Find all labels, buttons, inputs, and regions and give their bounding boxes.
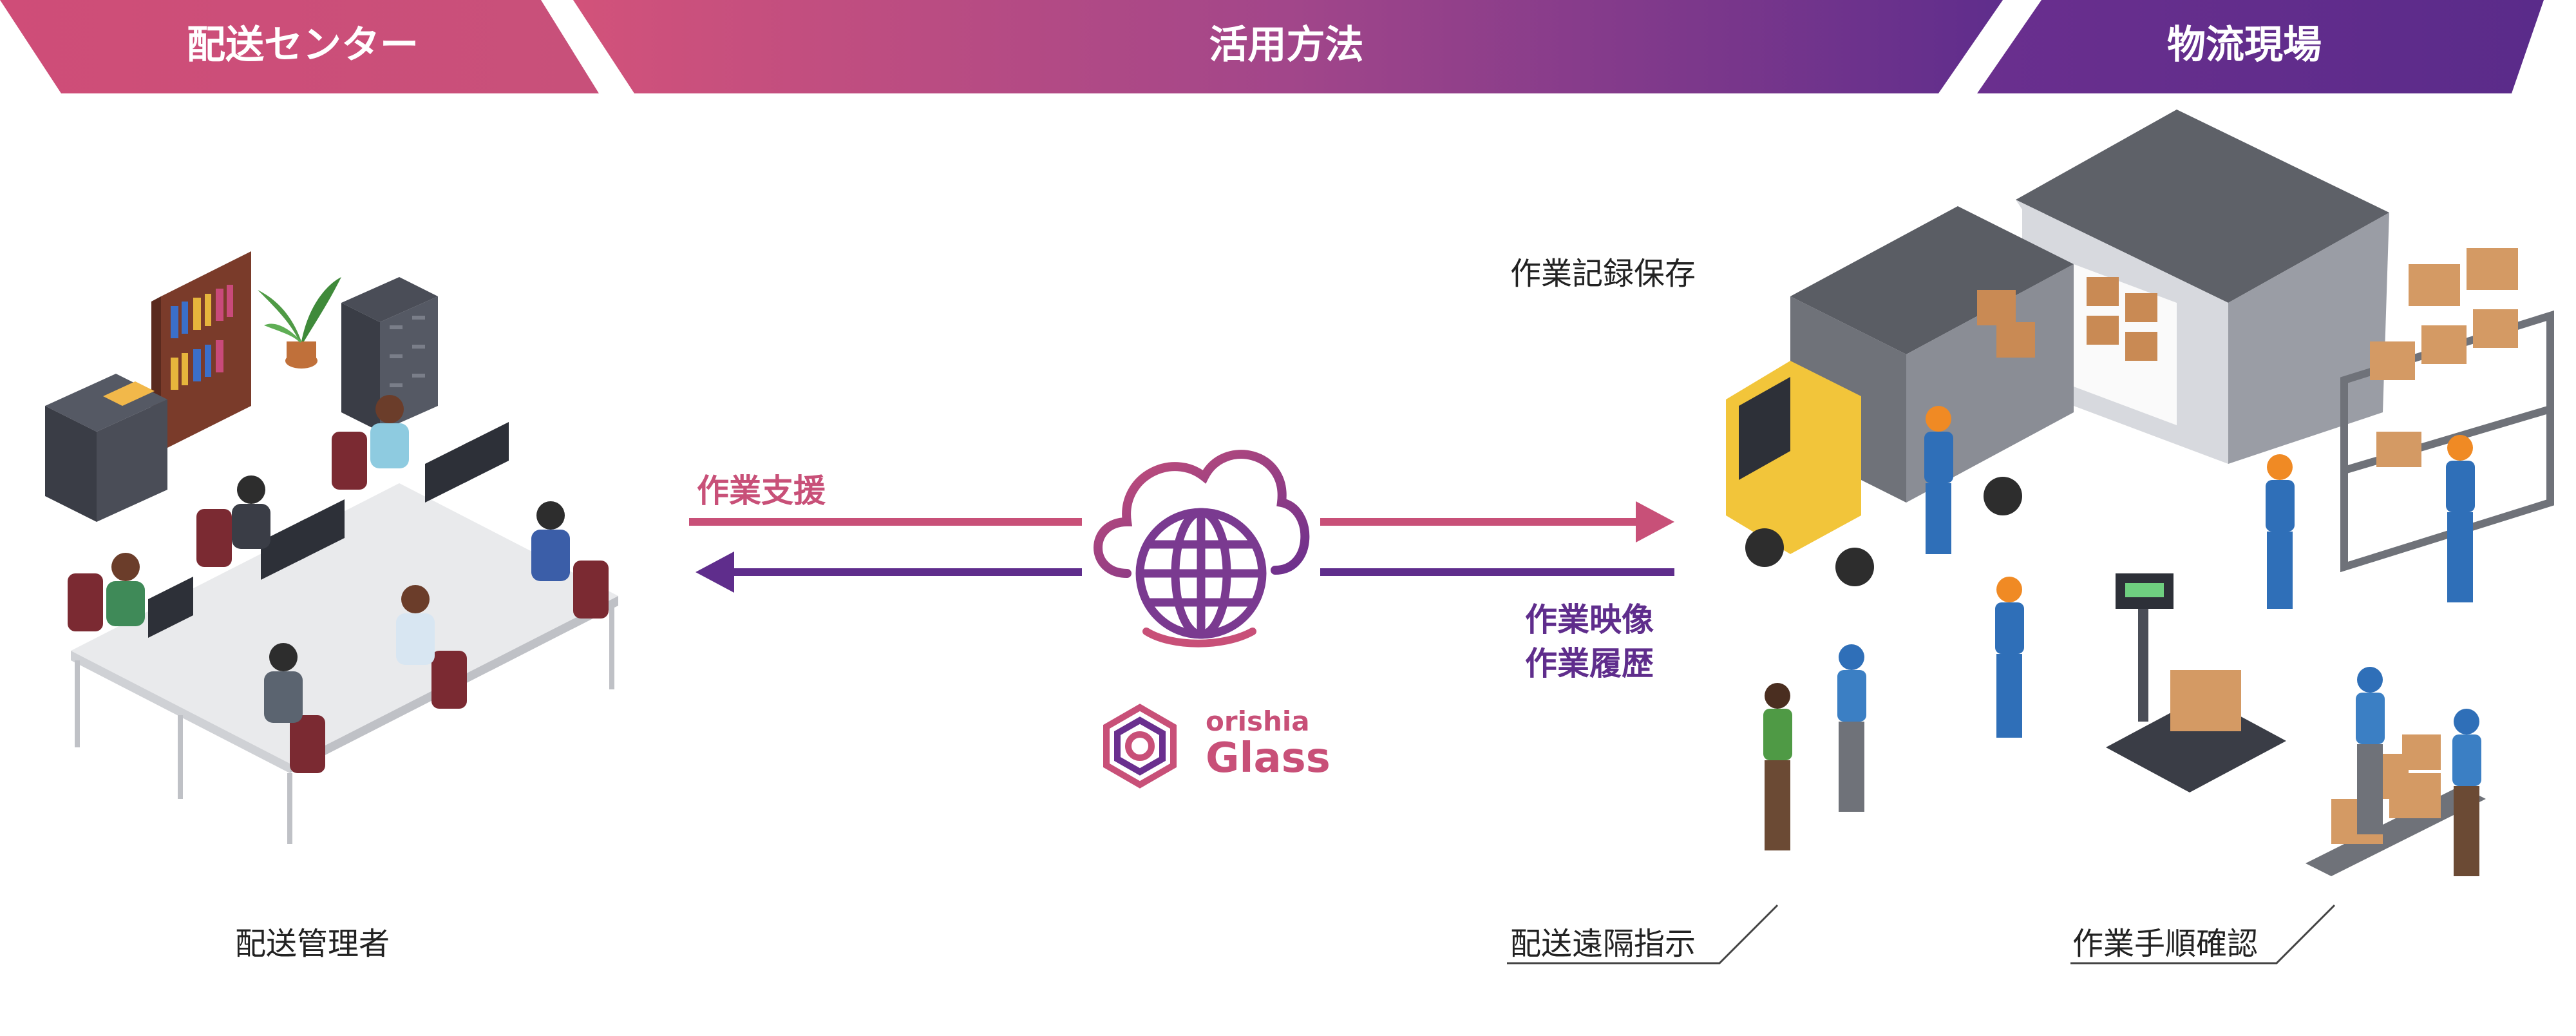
brand-line1: orishia (1206, 705, 1310, 737)
office-workers (106, 395, 570, 723)
monitor-icons (148, 422, 509, 638)
record-storage-label: 作業記録保存 (1510, 256, 1696, 292)
bookshelf-icon (151, 251, 251, 451)
brand-line2: Glass (1206, 734, 1331, 782)
arrow-left-purple (696, 552, 1674, 593)
procedure-check-callout-line (2070, 904, 2336, 964)
banner-center-segment (573, 0, 2003, 93)
banner-left-segment (0, 0, 599, 93)
shelf-icon (2340, 248, 2554, 573)
workers (1763, 406, 2481, 876)
printer-icon (45, 374, 167, 522)
history-label: 作業履歴 (1525, 645, 1654, 682)
flow-arrows (689, 501, 1674, 593)
orishia-logo-icon (1103, 704, 1177, 789)
banner-left-label: 配送センター (187, 23, 419, 68)
cloud-globe-icon (1094, 450, 1310, 648)
work-support-label: 作業支援 (697, 472, 826, 510)
chair-icons (68, 432, 609, 773)
banner-right-label: 物流現場 (2167, 23, 2322, 68)
warehouse-illustration (1726, 110, 2554, 876)
banner-right-segment (1977, 0, 2544, 93)
banner-center-label: 活用方法 (1209, 23, 1364, 68)
arrow-right-pink (689, 501, 1674, 542)
procedure-check-label: 作業手順確認 (2072, 926, 2259, 962)
remote-instruction-callout-line (1507, 904, 1779, 964)
office-illustration (45, 251, 618, 844)
scale-icon (2106, 573, 2286, 792)
truck-icon (1726, 206, 2074, 586)
video-label: 作業映像 (1525, 601, 1654, 638)
plant-icon (258, 277, 341, 369)
section-banner (0, 0, 2544, 93)
remote-instruction-label: 配送遠隔指示 (1510, 926, 1696, 962)
manager-label: 配送管理者 (235, 926, 390, 962)
